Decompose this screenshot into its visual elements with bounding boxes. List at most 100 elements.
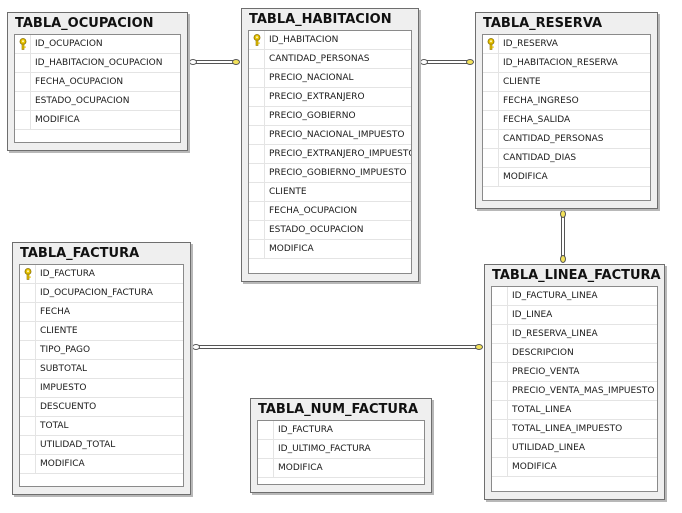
column-row[interactable]: PRECIO_EXTRANJERO <box>249 88 411 107</box>
row-selector[interactable] <box>249 69 265 87</box>
column-row[interactable]: ID_ULTIMO_FACTURA <box>258 440 424 459</box>
row-selector[interactable] <box>20 341 36 359</box>
row-selector[interactable] <box>483 130 499 148</box>
row-selector[interactable] <box>483 35 499 53</box>
column-row[interactable]: TOTAL_LINEA <box>492 401 657 420</box>
row-selector[interactable] <box>483 168 499 186</box>
row-selector[interactable] <box>492 420 508 438</box>
column-row[interactable]: MODIFICA <box>258 459 424 478</box>
row-selector[interactable] <box>492 325 508 343</box>
column-row[interactable]: ID_LINEA <box>492 306 657 325</box>
row-selector[interactable] <box>483 92 499 110</box>
column-row[interactable]: ID_FACTURA <box>258 421 424 440</box>
row-selector[interactable] <box>483 54 499 72</box>
column-row[interactable]: UTILIDAD_TOTAL <box>20 436 183 455</box>
row-selector[interactable] <box>20 322 36 340</box>
column-row[interactable]: FECHA_INGRESO <box>483 92 650 111</box>
row-selector[interactable] <box>492 344 508 362</box>
row-selector[interactable] <box>249 31 265 49</box>
row-selector[interactable] <box>15 35 31 53</box>
row-selector[interactable] <box>249 221 265 239</box>
column-row[interactable]: ID_HABITACION_RESERVA <box>483 54 650 73</box>
row-selector[interactable] <box>258 421 274 439</box>
row-selector[interactable] <box>249 50 265 68</box>
row-selector[interactable] <box>249 183 265 201</box>
row-selector[interactable] <box>249 164 265 182</box>
column-row[interactable]: MODIFICA <box>483 168 650 187</box>
row-selector[interactable] <box>20 360 36 378</box>
column-row[interactable]: ID_OCUPACION <box>15 35 180 54</box>
column-row[interactable]: TOTAL <box>20 417 183 436</box>
column-row[interactable]: UTILIDAD_LINEA <box>492 439 657 458</box>
column-row[interactable]: FECHA_OCUPACION <box>15 73 180 92</box>
column-row[interactable]: IMPUESTO <box>20 379 183 398</box>
column-row[interactable]: DESCRIPCION <box>492 344 657 363</box>
column-row[interactable]: PRECIO_VENTA <box>492 363 657 382</box>
row-selector[interactable] <box>258 440 274 458</box>
column-row[interactable]: PRECIO_VENTA_MAS_IMPUESTO <box>492 382 657 401</box>
column-row[interactable]: DESCUENTO <box>20 398 183 417</box>
column-row[interactable]: ID_FACTURA_LINEA <box>492 287 657 306</box>
column-row[interactable]: ID_FACTURA <box>20 265 183 284</box>
column-row[interactable]: CANTIDAD_DIAS <box>483 149 650 168</box>
column-row[interactable]: FECHA_OCUPACION <box>249 202 411 221</box>
row-selector[interactable] <box>15 92 31 110</box>
column-row[interactable]: MODIFICA <box>492 458 657 477</box>
row-selector[interactable] <box>483 111 499 129</box>
row-selector[interactable] <box>492 363 508 381</box>
column-row[interactable]: SUBTOTAL <box>20 360 183 379</box>
row-selector[interactable] <box>492 306 508 324</box>
column-row[interactable]: ESTADO_OCUPACION <box>249 221 411 240</box>
row-selector[interactable] <box>483 149 499 167</box>
row-selector[interactable] <box>249 88 265 106</box>
row-selector[interactable] <box>483 73 499 91</box>
column-row[interactable]: CANTIDAD_PERSONAS <box>249 50 411 69</box>
column-row[interactable]: ID_RESERVA_LINEA <box>492 325 657 344</box>
column-row[interactable]: ID_OCUPACION_FACTURA <box>20 284 183 303</box>
row-selector[interactable] <box>20 455 36 473</box>
column-row[interactable]: CLIENTE <box>20 322 183 341</box>
row-selector[interactable] <box>20 417 36 435</box>
row-selector[interactable] <box>492 439 508 457</box>
column-row[interactable]: FECHA <box>20 303 183 322</box>
row-selector[interactable] <box>20 436 36 454</box>
row-selector[interactable] <box>492 401 508 419</box>
row-selector[interactable] <box>20 303 36 321</box>
row-selector[interactable] <box>20 379 36 397</box>
column-row[interactable]: ID_HABITACION_OCUPACION <box>15 54 180 73</box>
column-row[interactable]: ID_RESERVA <box>483 35 650 54</box>
column-row[interactable]: CANTIDAD_PERSONAS <box>483 130 650 149</box>
column-row[interactable]: TIPO_PAGO <box>20 341 183 360</box>
row-selector[interactable] <box>249 240 265 258</box>
column-row[interactable]: MODIFICA <box>20 455 183 474</box>
column-row[interactable]: PRECIO_GOBIERNO <box>249 107 411 126</box>
row-selector[interactable] <box>249 126 265 144</box>
column-row[interactable]: PRECIO_NACIONAL <box>249 69 411 88</box>
row-selector[interactable] <box>15 73 31 91</box>
column-row[interactable]: MODIFICA <box>15 111 180 130</box>
row-selector[interactable] <box>249 145 265 163</box>
row-selector[interactable] <box>249 202 265 220</box>
column-row[interactable]: FECHA_SALIDA <box>483 111 650 130</box>
row-selector[interactable] <box>15 111 31 129</box>
column-row[interactable]: ID_HABITACION <box>249 31 411 50</box>
column-row[interactable]: PRECIO_NACIONAL_IMPUESTO <box>249 126 411 145</box>
row-selector[interactable] <box>492 382 508 400</box>
row-selector[interactable] <box>20 284 36 302</box>
column-row[interactable]: TOTAL_LINEA_IMPUESTO <box>492 420 657 439</box>
column-row[interactable]: MODIFICA <box>249 240 411 259</box>
row-selector[interactable] <box>20 265 36 283</box>
row-selector[interactable] <box>492 287 508 305</box>
column-row[interactable]: ESTADO_OCUPACION <box>15 92 180 111</box>
column-row[interactable]: CLIENTE <box>249 183 411 202</box>
row-selector[interactable] <box>258 459 274 477</box>
column-row[interactable]: CLIENTE <box>483 73 650 92</box>
column-row[interactable]: PRECIO_GOBIERNO_IMPUESTO <box>249 164 411 183</box>
row-selector[interactable] <box>249 107 265 125</box>
